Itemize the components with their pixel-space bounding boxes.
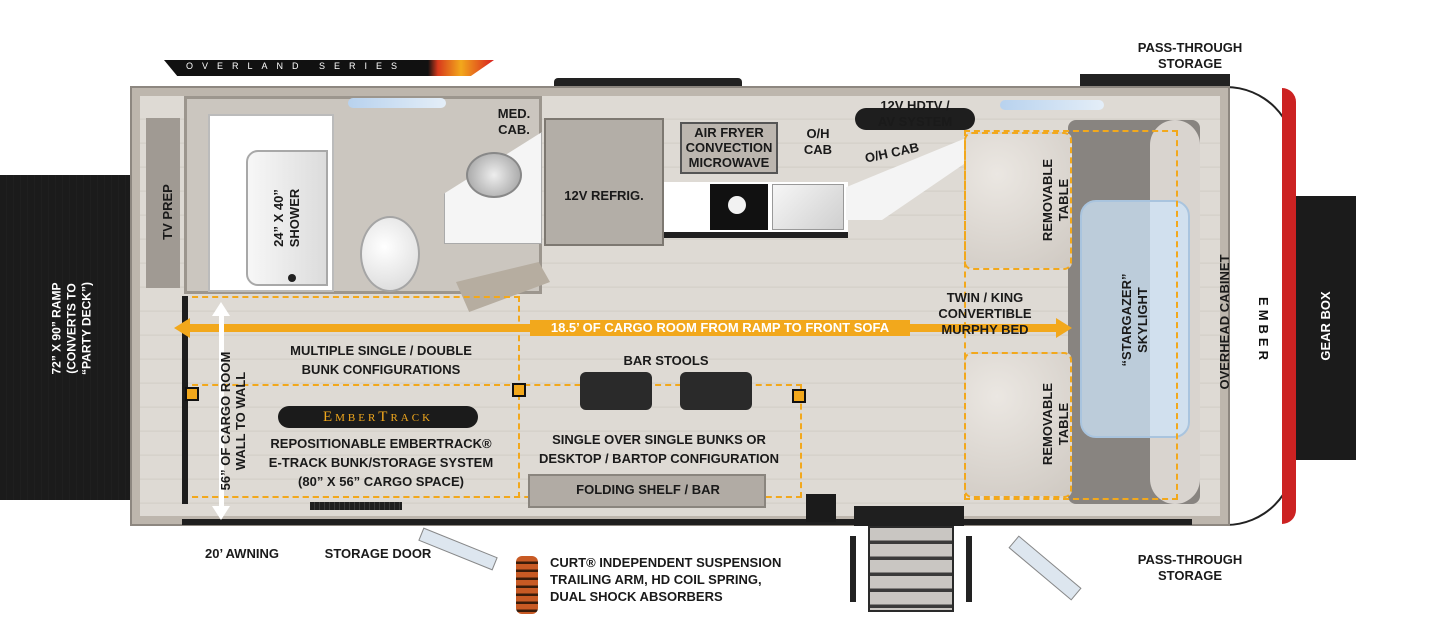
toilet-icon: [360, 216, 420, 292]
roof-bar: [554, 78, 742, 86]
overland-series-badge: OVERLAND SERIES: [164, 60, 494, 76]
entry-door: [854, 506, 964, 526]
grab-handle-left: [850, 536, 856, 602]
murphy-bed-label: TWIN / KING CONVERTIBLE MURPHY BED: [938, 290, 1032, 337]
kitchen-sink-icon: [772, 184, 844, 230]
rear-ramp: [0, 175, 138, 500]
shower-window-icon: [416, 114, 426, 122]
front-nose: [1222, 86, 1296, 526]
shower-pan: [246, 150, 328, 286]
microwave-label: AIR FRYER CONVECTION MICROWAVE: [685, 125, 773, 170]
murphy-bed-outline: [964, 130, 1178, 500]
tv-prep-wall: [146, 118, 180, 288]
ember-logo: EMBER: [1255, 296, 1271, 364]
awning-label: 20’ AWNING: [205, 546, 279, 561]
oh-cab-label: O/H CAB: [803, 126, 833, 157]
etrack-anchor-icon: [185, 387, 199, 401]
sink-basin-icon: [466, 152, 522, 198]
folding-shelf-label: FOLDING SHELF / BAR: [576, 482, 720, 497]
bar-stool: [580, 372, 652, 410]
hdtv-label: 12V HDTV / AV SYSTEM: [877, 98, 953, 129]
tv-prep-label: TV PREP: [160, 184, 175, 240]
bar-stool: [680, 372, 752, 410]
med-cab-label: MED. CAB.: [497, 106, 531, 137]
cargo-width-arrow: [219, 314, 224, 510]
stove-burner-icon: [728, 196, 746, 214]
bunks-description-label: SINGLE OVER SINGLE BUNKS OR DESKTOP / BA…: [538, 432, 780, 466]
pass-through-storage-top-label: PASS-THROUGH STORAGE: [1137, 40, 1243, 71]
seat-cushion-top: [964, 132, 1072, 270]
skylight-icon: [1080, 200, 1190, 438]
overhead-cabinet-label: OVERHEAD CABINET: [1217, 254, 1232, 390]
microwave-box: [680, 122, 778, 174]
arrow-head-down-icon: [212, 506, 230, 520]
arrow-head-right-icon: [1056, 318, 1072, 338]
coil-spring-icon: [516, 556, 538, 614]
embertrack-logo: EmberTrack: [278, 406, 478, 428]
arrow-head-up-icon: [212, 302, 230, 316]
gear-box-label: GEAR BOX: [1318, 291, 1333, 361]
grab-handle-right: [966, 536, 972, 602]
folding-shelf: [528, 474, 766, 508]
entry-steps: [868, 526, 954, 612]
etrack-anchor-icon: [512, 383, 526, 397]
mirror-icon: [348, 98, 446, 108]
gear-box: [1294, 196, 1356, 460]
removable-table-bottom-label: REMOVABLE TABLE: [1040, 382, 1071, 466]
suspension-label: CURT® INDEPENDENT SUSPENSION TRAILING AR…: [550, 555, 782, 604]
bar-stools-label: BAR STOOLS: [623, 353, 709, 368]
shower-label: 24” X 40” SHOWER: [271, 188, 302, 248]
cargo-width-label: 56” OF CARGO ROOM WALL TO WALL: [218, 351, 248, 491]
storage-door-label: STORAGE DOOR: [324, 546, 432, 561]
storage-door-icon: [310, 502, 402, 510]
awning-bar: [182, 519, 872, 525]
refrigerator: [544, 118, 664, 246]
utility-box-icon: [806, 494, 836, 522]
kitchen-window-icon: [1000, 100, 1104, 110]
etrack-anchor-icon: [792, 389, 806, 403]
tv-icon: [855, 108, 975, 130]
arrow-head-left-icon: [174, 318, 190, 338]
door-window-icon: [1008, 535, 1082, 601]
refrigerator-label: 12V REFRIG.: [564, 188, 644, 203]
skylight-label: “STARGAZER” SKYLIGHT: [1119, 273, 1150, 367]
embertrack-description-label: REPOSITIONABLE EMBERTRACK® E-TRACK BUNK/…: [268, 436, 494, 489]
series-badge-text: OVERLAND SERIES: [186, 61, 407, 71]
pass-through-storage-bottom-label: PASS-THROUGH STORAGE: [1137, 552, 1243, 583]
bunk-configurations-label: MULTIPLE SINGLE / DOUBLE BUNK CONFIGURAT…: [290, 343, 472, 377]
shower-drain-icon: [288, 274, 296, 282]
awning-bar-front: [960, 519, 1192, 525]
roof-bar-front: [1080, 74, 1230, 86]
cargo-length-label: 18.5’ OF CARGO ROOM FROM RAMP TO FRONT S…: [530, 320, 910, 336]
removable-table-top-label: REMOVABLE TABLE: [1040, 158, 1071, 242]
ramp-label: 72” x 90” RAMP (CONVERTS TO “PARTY DECK”…: [49, 282, 94, 375]
